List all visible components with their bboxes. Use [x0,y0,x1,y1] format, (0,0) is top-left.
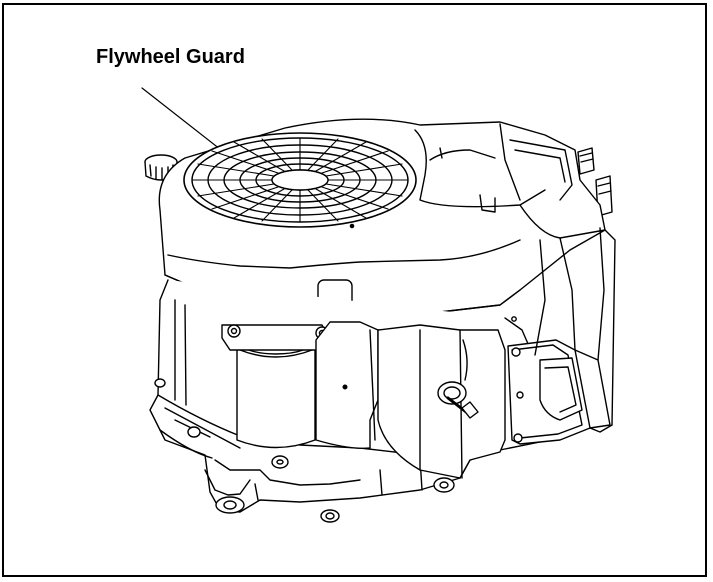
valve-cover [508,340,612,444]
spark-plug [438,382,478,418]
flywheel-guard-label: Flywheel Guard [96,46,245,68]
oil-filter [222,325,330,448]
bolts [155,379,454,522]
cylinder-head [378,325,505,478]
flywheel-guard-screen [184,133,416,228]
cylinder-block [316,322,378,448]
